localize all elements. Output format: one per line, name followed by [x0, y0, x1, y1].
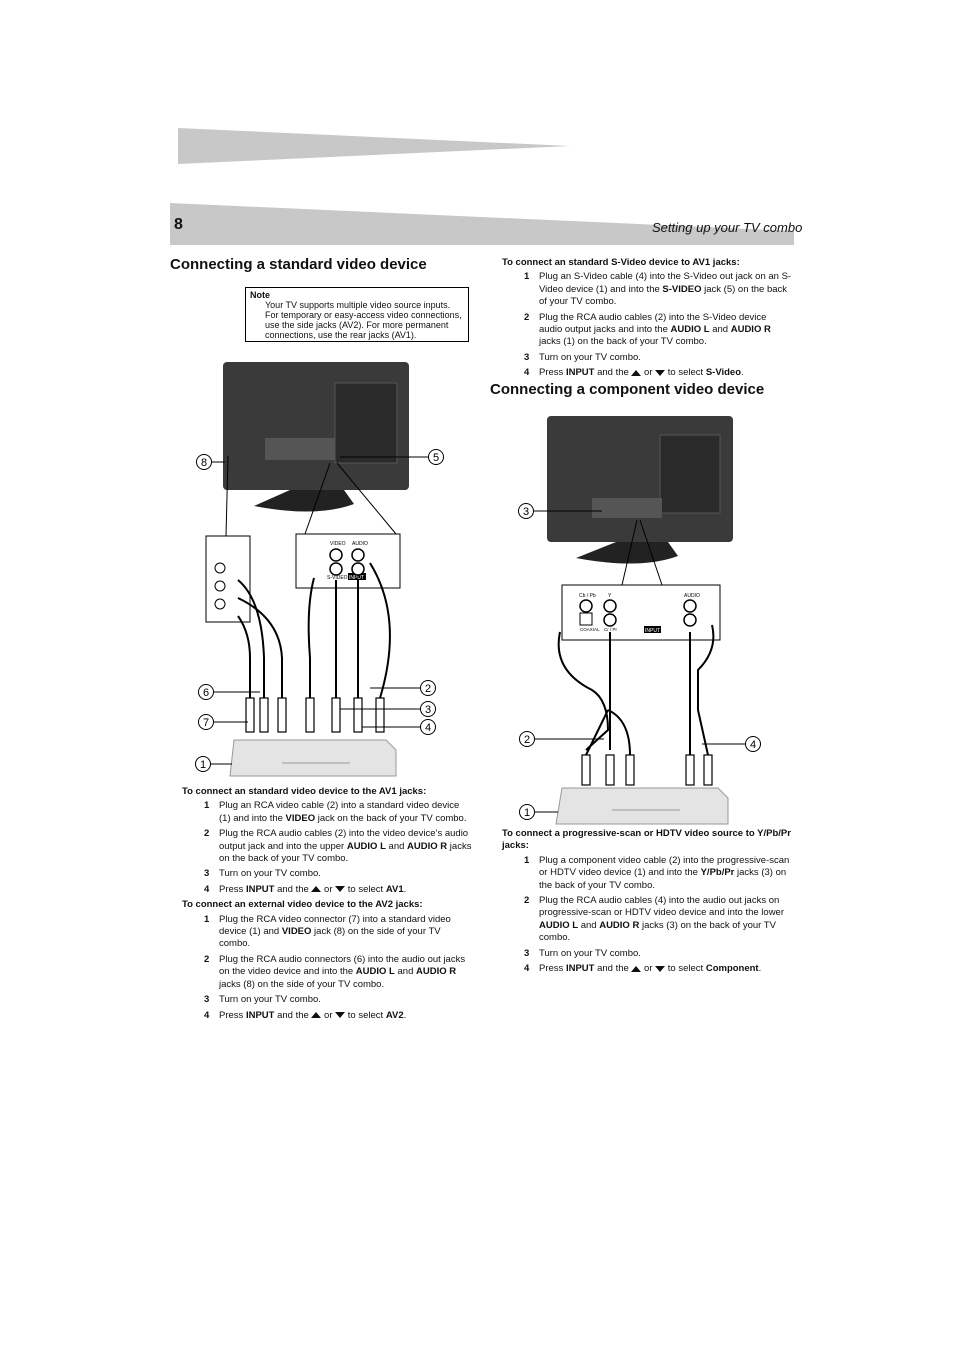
- svideo-instructions: To connect an standard S-Video device to…: [502, 257, 792, 383]
- down-arrow-icon: [655, 369, 666, 376]
- panel-coaxial-label: COAXIAL: [580, 627, 600, 632]
- svg-text:5: 5: [433, 452, 439, 464]
- svg-text:2: 2: [425, 683, 431, 695]
- heading-component-video: Connecting a component video device: [490, 381, 765, 398]
- tv-stand: [254, 490, 354, 512]
- up-arrow-icon: [311, 886, 322, 893]
- header-band: [170, 203, 794, 245]
- up-arrow-icon: [311, 1011, 322, 1018]
- panel-audio-label: AUDIO: [684, 593, 700, 599]
- panel-cbpb-label: Cb / Pb: [579, 593, 596, 599]
- callout-2: 2: [370, 680, 436, 696]
- callout-3: 3: [518, 503, 602, 519]
- svg-text:1: 1: [200, 759, 206, 771]
- panel-y-label: Y: [608, 593, 612, 599]
- standard-video-diagram: VIDEO AUDIO S-VIDEO INPUT 1 8 5 6 2 3 7 …: [195, 362, 444, 777]
- callout-8: 8: [196, 454, 225, 470]
- callout-7: 7: [198, 714, 248, 730]
- up-arrow-icon: [631, 965, 642, 972]
- heading-standard-video: Connecting a standard video device: [170, 256, 427, 273]
- svg-text:6: 6: [203, 687, 209, 699]
- note-title: Note: [250, 290, 270, 300]
- down-arrow-icon: [655, 965, 666, 972]
- section-title: Setting up your TV combo: [652, 220, 803, 235]
- svideo-heading: To connect an standard S-Video device to…: [502, 257, 740, 268]
- callout-2: 2: [519, 731, 604, 747]
- side-jack-panel: [205, 535, 251, 623]
- av1-heading: To connect an standard video device to t…: [182, 786, 427, 797]
- callout-4: 4: [702, 736, 761, 752]
- component-video-diagram: Cb / Pb Y AUDIO COAXIAL Cr / Pr INPUT 3 …: [518, 416, 761, 825]
- panel-audio-label: AUDIO: [352, 541, 368, 547]
- panel-crpr-label: Cr / Pr: [604, 627, 618, 632]
- av2-heading: To connect an external video device to t…: [182, 899, 423, 911]
- callout-5: 5: [340, 449, 444, 465]
- svg-text:3: 3: [425, 704, 431, 716]
- down-arrow-icon: [335, 1011, 346, 1018]
- page-number: 8: [174, 216, 183, 233]
- panel-input-label: INPUT: [645, 628, 660, 634]
- svg-text:8: 8: [201, 457, 207, 469]
- svg-text:3: 3: [523, 506, 529, 518]
- svg-text:4: 4: [425, 722, 431, 734]
- component-heading: To connect a progressive-scan or HDTV vi…: [502, 828, 791, 852]
- callout-6: 6: [198, 684, 260, 700]
- header-band-top: [178, 128, 570, 164]
- av1-instructions: To connect an standard video device to t…: [182, 786, 472, 1025]
- callout-3: 3: [340, 701, 436, 717]
- up-arrow-icon: [631, 369, 642, 376]
- svg-text:2: 2: [524, 734, 530, 746]
- tv-stand: [576, 542, 678, 564]
- panel-input-label: INPUT 1: [349, 575, 368, 581]
- note-body: Your TV supports multiple video source i…: [265, 300, 462, 340]
- panel-video-label: VIDEO: [330, 541, 346, 547]
- down-arrow-icon: [335, 886, 346, 893]
- svg-text:7: 7: [203, 717, 209, 729]
- callout-1: 1: [519, 804, 558, 820]
- component-instructions: To connect a progressive-scan or HDTV vi…: [502, 828, 792, 978]
- video-device: [229, 739, 397, 777]
- callout-1: 1: [195, 756, 232, 772]
- video-device: [555, 787, 729, 825]
- panel-svideo-label: S-VIDEO: [327, 575, 348, 581]
- svg-text:4: 4: [750, 739, 756, 751]
- svg-text:1: 1: [524, 807, 530, 819]
- callout-4: 4: [362, 719, 436, 735]
- note-box: Note Your TV supports multiple video sou…: [245, 287, 469, 342]
